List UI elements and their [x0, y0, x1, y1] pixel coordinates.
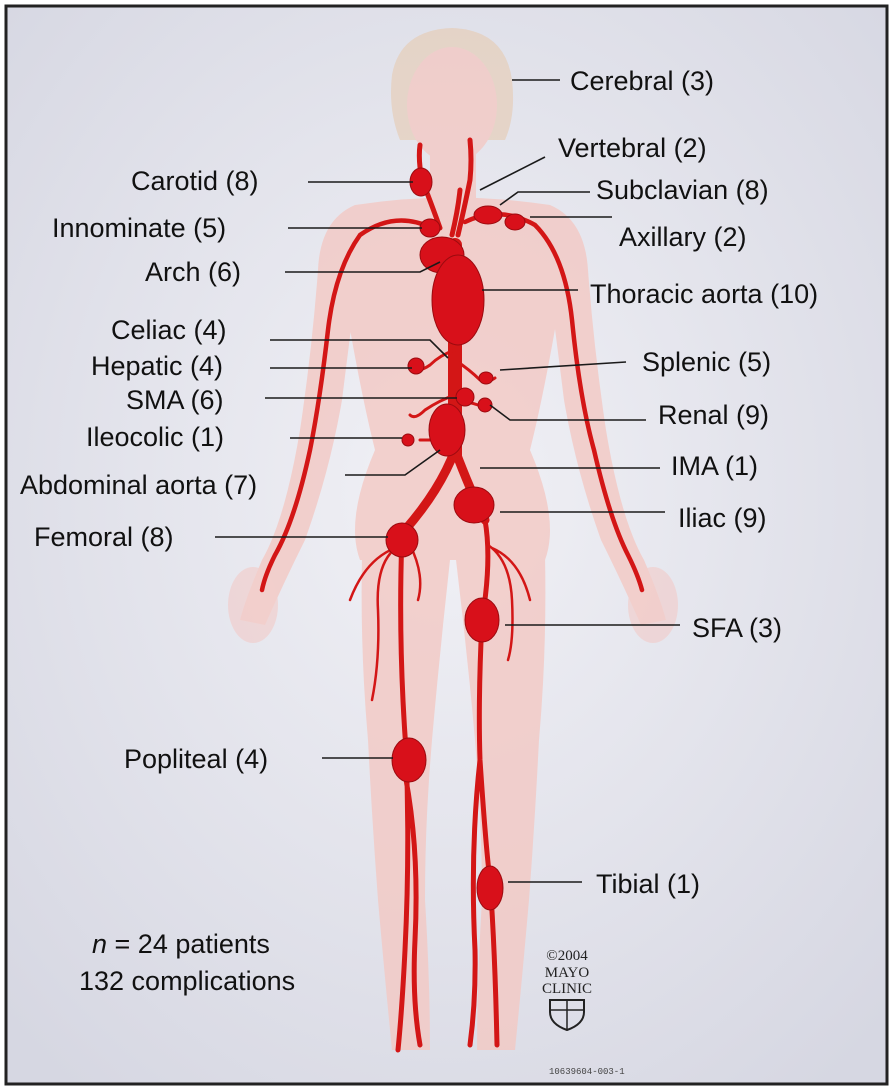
label-splenic: Splenic (5): [642, 347, 771, 377]
label-celiac: Celiac (4): [111, 315, 227, 345]
label-cerebral: Cerebral (3): [570, 66, 714, 96]
logo-clinic: CLINIC: [542, 981, 592, 997]
label-subclavian: Subclavian (8): [596, 175, 769, 205]
label-abdominal-aorta: Abdominal aorta (7): [20, 470, 257, 500]
label-axillary: Axillary (2): [619, 222, 747, 252]
ileocolic-aneurysm: [402, 434, 414, 446]
label-innominate: Innominate (5): [52, 213, 226, 243]
logo-mayo: MAYO: [545, 965, 590, 981]
figure-code: 10639604-003-1: [549, 1067, 625, 1077]
sma-aneurysm: [456, 388, 474, 406]
axillary-aneurysm: [505, 214, 525, 230]
summary-patients: n = 24 patients: [92, 929, 270, 959]
subclavian-aneurysm: [474, 206, 502, 224]
femoral-aneurysm: [386, 523, 418, 557]
label-carotid: Carotid (8): [131, 166, 259, 196]
label-tibial: Tibial (1): [596, 869, 700, 899]
carotid-aneurysm: [410, 168, 432, 196]
iliac-aneurysm: [454, 487, 494, 523]
label-popliteal: Popliteal (4): [124, 744, 268, 774]
label-sfa: SFA (3): [692, 613, 782, 643]
logo-year: ©2004: [546, 948, 588, 964]
label-arch: Arch (6): [145, 257, 241, 287]
abdominal-aneurysm: [429, 404, 465, 456]
splenic-aneurysm: [479, 372, 493, 384]
label-ileocolic: Ileocolic (1): [86, 422, 224, 452]
innominate-aneurysm: [420, 219, 440, 237]
renal-aneurysm: [478, 398, 492, 412]
label-renal: Renal (9): [658, 400, 769, 430]
label-hepatic: Hepatic (4): [91, 351, 223, 381]
label-femoral: Femoral (8): [34, 522, 174, 552]
summary-complications: 132 complications: [79, 966, 295, 996]
popliteal-aneurysm: [392, 738, 426, 782]
label-vertebral: Vertebral (2): [558, 133, 707, 163]
label-thoracic-aorta: Thoracic aorta (10): [590, 279, 818, 309]
label-iliac: Iliac (9): [678, 503, 767, 533]
tibial-aneurysm: [477, 866, 503, 910]
label-sma: SMA (6): [126, 385, 224, 415]
sfa-aneurysm: [465, 598, 499, 642]
hepatic-aneurysm: [408, 358, 424, 374]
thoracic-aneurysm: [432, 255, 484, 345]
label-ima: IMA (1): [671, 451, 758, 481]
